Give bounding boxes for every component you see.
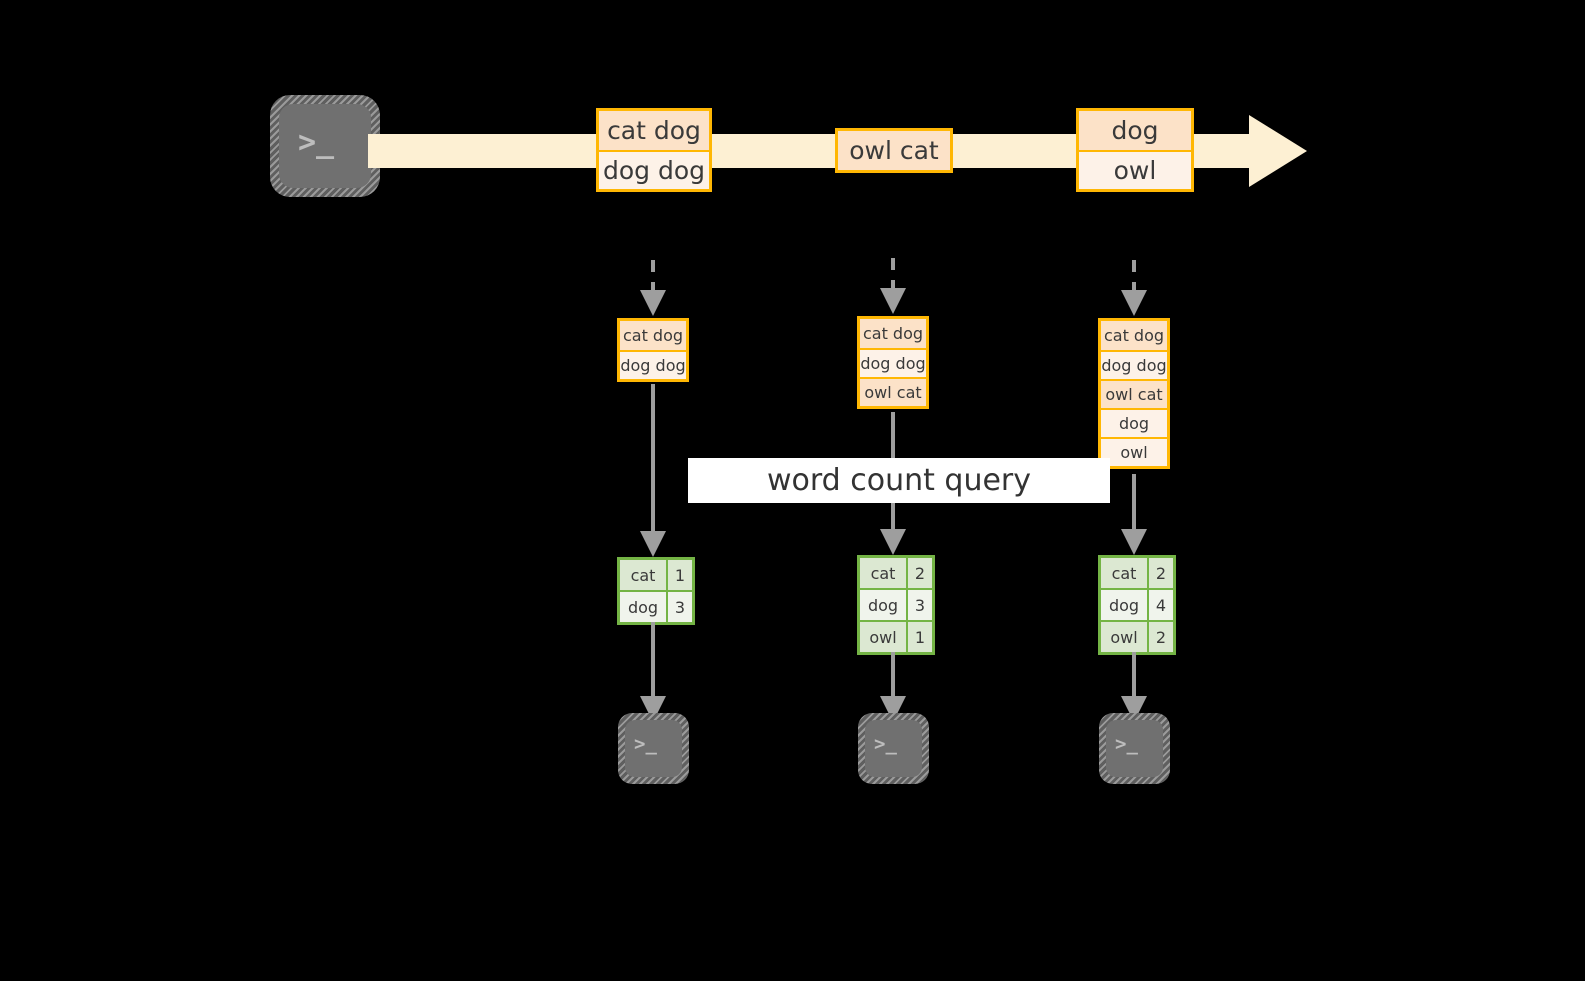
trigger-1-sink-terminal-icon: >_ xyxy=(618,713,689,784)
stream-line: cat dog xyxy=(599,111,709,150)
table-row: dog 3 xyxy=(860,588,932,620)
stream-line: owl cat xyxy=(838,131,950,170)
trigger-3-query-line xyxy=(1132,474,1136,540)
terminal-screen xyxy=(1106,720,1163,777)
result-count: 1 xyxy=(906,622,932,652)
table-row: owl 2 xyxy=(1101,620,1173,652)
trigger-1-input-dash-line xyxy=(651,260,655,292)
result-count: 2 xyxy=(1147,622,1173,652)
trigger-3-sink-line xyxy=(1132,652,1136,708)
result-count: 4 xyxy=(1147,590,1173,620)
trigger-2-state-box: cat dog dog dog owl cat xyxy=(857,316,929,409)
result-word: cat xyxy=(620,560,666,590)
query-label: word count query xyxy=(688,458,1110,503)
trigger-2-input-arrow-head-icon xyxy=(880,288,906,314)
trigger-3-sink-terminal-icon: >_ xyxy=(1099,713,1170,784)
result-count: 3 xyxy=(666,592,692,622)
terminal-screen xyxy=(279,104,371,188)
result-word: dog xyxy=(620,592,666,622)
stream-batch-3: dog owl xyxy=(1076,108,1194,192)
trigger-1-query-arrow-head-icon xyxy=(640,531,666,557)
trigger-3-input-arrow-head-icon xyxy=(1121,290,1147,316)
result-word: cat xyxy=(860,558,906,588)
trigger-3-input-dash-line xyxy=(1132,260,1136,292)
result-word: dog xyxy=(860,590,906,620)
result-count: 2 xyxy=(906,558,932,588)
state-line: dog dog xyxy=(860,348,926,377)
trigger-2-sink-line xyxy=(891,652,895,708)
terminal-prompt-glyph: >_ xyxy=(874,733,897,755)
trigger-3-query-arrow-head-icon xyxy=(1121,529,1147,555)
table-row: dog 4 xyxy=(1101,588,1173,620)
terminal-screen xyxy=(625,720,682,777)
result-word: cat xyxy=(1101,558,1147,588)
terminal-prompt-glyph: >_ xyxy=(298,125,335,160)
state-line: owl cat xyxy=(1101,379,1167,408)
stream-arrow-head-icon xyxy=(1249,115,1307,187)
state-line: owl cat xyxy=(860,377,926,406)
trigger-1-result-table: cat 1 dog 3 xyxy=(617,557,695,625)
result-count: 2 xyxy=(1147,558,1173,588)
state-line: cat dog xyxy=(620,321,686,350)
terminal-prompt-glyph: >_ xyxy=(634,733,657,755)
state-line: dog xyxy=(1101,408,1167,437)
result-word: owl xyxy=(1101,622,1147,652)
table-row: owl 1 xyxy=(860,620,932,652)
trigger-2-query-arrow-head-icon xyxy=(880,529,906,555)
result-count: 3 xyxy=(906,590,932,620)
table-row: cat 2 xyxy=(1101,558,1173,588)
trigger-1-query-line xyxy=(651,384,655,542)
trigger-1-input-arrow-head-icon xyxy=(640,290,666,316)
source-terminal-icon: >_ xyxy=(270,95,380,197)
trigger-1-state-box: cat dog dog dog xyxy=(617,318,689,382)
trigger-1-sink-line xyxy=(651,622,655,707)
trigger-2-input-dash-line xyxy=(891,258,895,290)
stream-line: owl xyxy=(1079,150,1191,189)
stream-line: dog xyxy=(1079,111,1191,150)
state-line: dog dog xyxy=(620,350,686,379)
table-row: cat 2 xyxy=(860,558,932,588)
result-count: 1 xyxy=(666,560,692,590)
state-line: owl xyxy=(1101,437,1167,466)
table-row: cat 1 xyxy=(620,560,692,590)
terminal-screen xyxy=(865,720,922,777)
table-row: dog 3 xyxy=(620,590,692,622)
trigger-2-result-table: cat 2 dog 3 owl 1 xyxy=(857,555,935,655)
stream-line: dog dog xyxy=(599,150,709,189)
result-word: owl xyxy=(860,622,906,652)
state-line: cat dog xyxy=(1101,321,1167,350)
terminal-prompt-glyph: >_ xyxy=(1115,733,1138,755)
trigger-2-sink-terminal-icon: >_ xyxy=(858,713,929,784)
stream-batch-1: cat dog dog dog xyxy=(596,108,712,192)
stream-batch-2: owl cat xyxy=(835,128,953,173)
trigger-3-state-box: cat dog dog dog owl cat dog owl xyxy=(1098,318,1170,469)
trigger-3-result-table: cat 2 dog 4 owl 2 xyxy=(1098,555,1176,655)
state-line: cat dog xyxy=(860,319,926,348)
state-line: dog dog xyxy=(1101,350,1167,379)
result-word: dog xyxy=(1101,590,1147,620)
